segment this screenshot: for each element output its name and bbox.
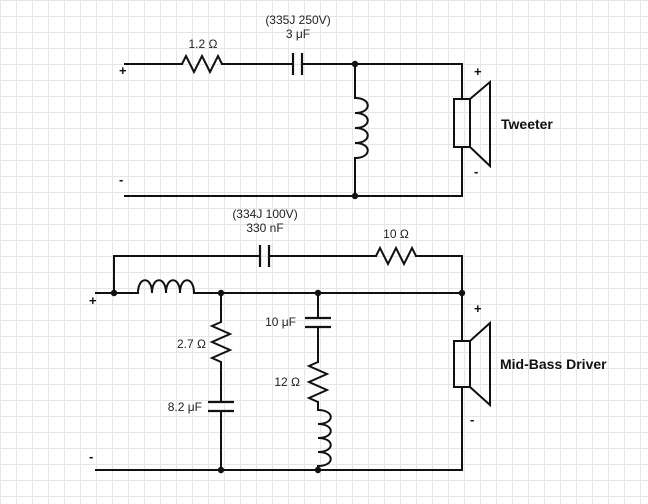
shunt2-capacitor (305, 316, 331, 329)
tweeter-circuit: + - + - 1.2 Ω (335J 250V) 3 μF Tweeter (119, 13, 553, 200)
midbass-input-plus: + (89, 293, 97, 308)
tweeter-resistor-label: 1.2 Ω (189, 37, 218, 51)
junction-node (110, 289, 118, 297)
junction-node (351, 192, 359, 200)
midbass-capacitor-value: 330 nF (246, 221, 283, 235)
shunt1-resistor-label: 2.7 Ω (177, 337, 206, 351)
tweeter-speaker-plus: + (474, 64, 482, 79)
midbass-capacitor-part: (334J 100V) (232, 207, 297, 221)
midbass-speaker-icon (453, 320, 491, 413)
junction-node (217, 289, 225, 297)
tweeter-input-plus: + (119, 63, 127, 78)
tweeter-speaker-label: Tweeter (501, 116, 553, 132)
shunt1-capacitor (208, 400, 234, 413)
tweeter-capacitor (291, 53, 304, 75)
tweeter-resistor (181, 53, 223, 75)
shunt2-resistor-label: 12 Ω (274, 375, 300, 389)
midbass-bypass-wire (113, 255, 257, 294)
shunt2-resistor (306, 361, 330, 403)
midbass-circuit: + - + - (334J 100V) 330 nF 10 Ω 2.7 Ω 8.… (89, 207, 607, 474)
midbass-input-minus: - (89, 449, 93, 464)
tweeter-inductor (354, 97, 369, 159)
shunt2-capacitor-label: 10 μF (265, 315, 296, 329)
midbass-return-wire (95, 411, 463, 471)
midbass-series-resistor (375, 245, 417, 267)
tweeter-speaker-minus: - (474, 164, 478, 179)
junction-node (314, 289, 322, 297)
midbass-series-resistor-label: 10 Ω (383, 227, 409, 241)
tweeter-input-minus: - (119, 172, 123, 187)
tweeter-capacitor-part: (335J 250V) (265, 13, 330, 27)
tweeter-capacitor-value: 3 μF (286, 27, 310, 41)
midbass-speaker-minus: - (470, 412, 474, 427)
shunt1-resistor (209, 321, 233, 363)
shunt1-capacitor-label: 8.2 μF (168, 400, 202, 414)
shunt2-inductor (317, 409, 332, 467)
midbass-speaker-plus: + (474, 301, 482, 316)
junction-node (217, 466, 225, 474)
junction-node (351, 60, 359, 68)
junction-node (458, 289, 466, 297)
midbass-bypass-wire-3 (415, 255, 463, 294)
midbass-speaker-label: Mid-Bass Driver (500, 356, 607, 372)
tweeter-top-wire (288, 63, 463, 87)
junction-node (314, 466, 322, 474)
tweeter-return-wire (124, 177, 463, 197)
midbass-series-inductor (137, 279, 195, 294)
tweeter-speaker-icon (453, 79, 491, 179)
midbass-series-capacitor (258, 245, 271, 267)
